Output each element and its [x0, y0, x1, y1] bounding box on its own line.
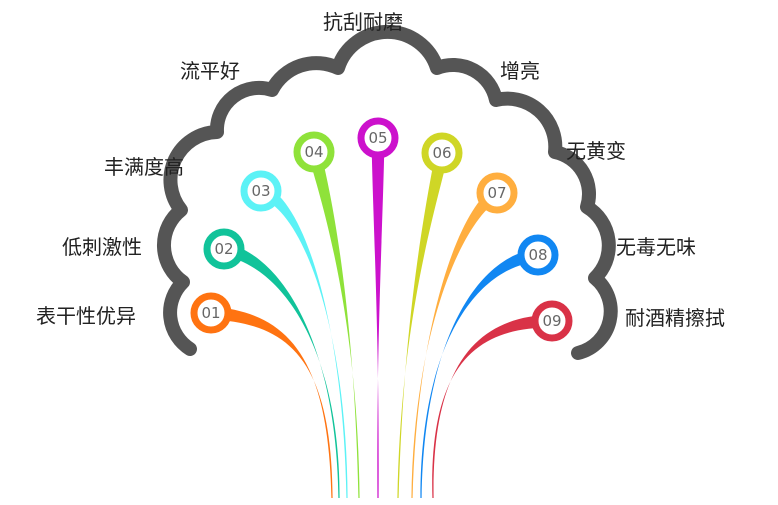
- node-06: 06: [421, 132, 463, 174]
- node-number-03: 03: [251, 182, 270, 200]
- node-number-09: 09: [542, 312, 561, 330]
- stem-02: [222, 242, 340, 498]
- node-number-08: 08: [528, 246, 547, 264]
- node-04: 04: [293, 131, 335, 173]
- cloud-outline: [156, 24, 618, 360]
- label-03: 丰满度高: [104, 155, 184, 179]
- node-01: 01: [190, 292, 232, 334]
- node-number-02: 02: [214, 240, 233, 258]
- label-05: 抗刮耐磨: [323, 10, 403, 34]
- node-number-05: 05: [368, 129, 387, 147]
- node-ring-02: [203, 228, 245, 270]
- node-ring-07: [476, 172, 518, 214]
- node-number-07: 07: [487, 184, 506, 202]
- node-ring-01: [190, 292, 232, 334]
- node-number-06: 06: [432, 144, 451, 162]
- stem-07: [411, 187, 501, 498]
- node-number-01: 01: [201, 304, 220, 322]
- stem-01: [210, 306, 333, 498]
- node-ring-04: [293, 131, 335, 173]
- node-02: 02: [203, 228, 245, 270]
- node-09: 09: [531, 300, 573, 342]
- label-01: 表干性优异: [36, 304, 136, 328]
- label-09: 耐酒精擦拭: [625, 306, 725, 330]
- stem-05: [371, 138, 385, 498]
- node-05: 05: [357, 117, 399, 159]
- node-number-04: 04: [304, 143, 323, 161]
- label-04: 流平好: [180, 59, 240, 83]
- node-07: 07: [476, 172, 518, 214]
- stems: [210, 138, 553, 499]
- stem-08: [420, 248, 539, 498]
- node-ring-06: [421, 132, 463, 174]
- node-ring-09: [531, 300, 573, 342]
- stem-04: [307, 150, 360, 498]
- nodes: 01 02 03 04 05 06 07 08 09: [190, 117, 573, 342]
- stem-09: [432, 314, 553, 498]
- label-07: 无黄变: [566, 139, 626, 163]
- node-ring-05: [357, 117, 399, 159]
- label-08: 无毒无味: [616, 235, 696, 259]
- label-02: 低刺激性: [62, 235, 142, 259]
- node-ring-08: [517, 234, 559, 276]
- node-ring-03: [240, 170, 282, 212]
- node-08: 08: [517, 234, 559, 276]
- label-06: 增亮: [500, 59, 540, 83]
- node-03: 03: [240, 170, 282, 212]
